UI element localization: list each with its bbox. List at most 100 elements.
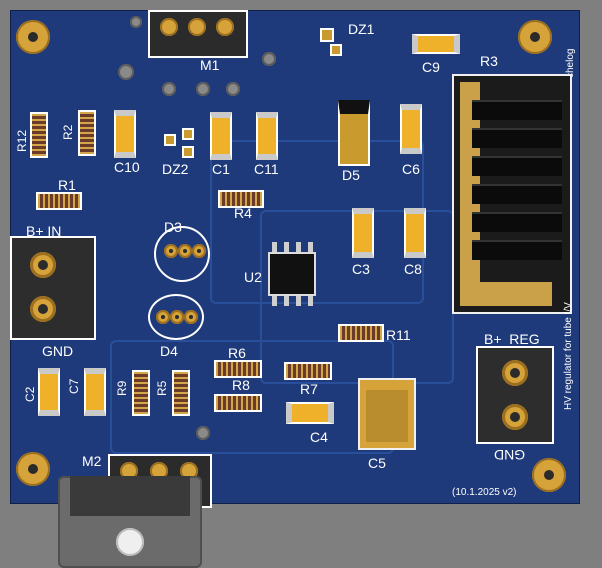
c9-label: C9 [422,59,440,75]
r7-resistor [284,362,332,380]
r12-label: R12 [15,129,29,152]
ic-pin [296,296,301,306]
r9-label: R9 [115,380,129,396]
via [118,64,134,80]
terminal-pad [502,360,528,386]
d3-pin [164,244,178,258]
capacitor-body [366,390,408,442]
ic-pin [284,242,289,252]
gnd-right-label: GND [494,447,526,463]
header-pin [160,18,178,36]
d5-label: D5 [342,167,360,183]
r11-resistor [338,324,384,342]
header-pin [180,462,198,480]
connector-slot [472,240,562,260]
c11-capacitor [256,112,278,160]
regulator-tab [70,476,190,516]
gnd-left-label: GND [42,343,74,359]
mount-hole [16,452,50,486]
b-plus-reg-label: B+_REG [484,331,540,347]
c6-capacitor [400,104,422,154]
c5-capacitor [358,378,416,450]
dz2-diode [164,134,176,146]
c7-capacitor [84,368,106,416]
terminal-pad [30,296,56,322]
header-pin [150,462,168,480]
r8-label: R8 [232,377,250,393]
u2-ic [268,252,316,296]
r9-resistor [132,370,150,416]
c6-label: C6 [402,161,420,177]
c4-label: C4 [310,429,328,445]
ic-pin [272,296,277,306]
ic-pin [272,242,277,252]
r3-connector [452,74,572,314]
r3-label: R3 [480,53,498,69]
header-pin [188,18,206,36]
terminal-pad [30,252,56,278]
connector-frame [460,282,552,306]
r5-resistor [172,370,190,416]
via [130,16,142,28]
r6-resistor [214,360,262,378]
c8-label: C8 [404,261,422,277]
d4-pin [156,310,170,324]
c9-capacitor [412,34,460,54]
d3-label: D3 [164,219,182,235]
ic-pin [308,296,313,306]
c1-capacitor [210,112,232,160]
dz1-diode [320,28,334,42]
dz2-label: DZ2 [162,161,189,177]
via [262,52,276,66]
c10-capacitor [114,110,136,158]
dz1-diode [330,44,342,56]
via [162,82,176,96]
connector-slot [472,212,562,232]
side-text: HV regulator for tube I/V [563,302,574,410]
mount-hole [532,458,566,492]
m2-label: M2 [82,453,102,469]
c3-capacitor [352,208,374,258]
d4-pin [170,310,184,324]
c10-label: C10 [114,159,140,175]
c5-label: C5 [368,455,386,471]
mount-hole [16,20,50,54]
header-pin [216,18,234,36]
connector-slot [472,128,562,148]
r12-resistor [30,112,48,158]
connector-slot [472,100,562,120]
via [196,426,210,440]
dz2-diode [182,128,194,140]
r11-label: R11 [386,327,411,343]
ic-pin [296,242,301,252]
d4-label: D4 [160,343,178,359]
revision-label: (10.1.2025 v2) [452,487,517,498]
r1-resistor [36,192,82,210]
u2-label: U2 [244,269,262,285]
r1-label: R1 [58,177,76,193]
regulator-hole [116,528,144,556]
c11-label: C11 [254,161,279,177]
terminal-pad [502,404,528,430]
r8-resistor [214,394,262,412]
b-plus-in-label: B+ IN [26,223,62,239]
r7-label: R7 [300,381,318,397]
c2-label: C2 [23,386,37,402]
connector-slot [472,156,562,176]
c1-label: C1 [212,161,230,177]
input-terminal [10,236,96,340]
ic-pin [284,296,289,306]
dz2-diode [182,146,194,158]
c3-label: C3 [352,261,370,277]
ic-pin [308,242,313,252]
r2-resistor [78,110,96,156]
via [196,82,210,96]
d3-pin [192,244,206,258]
r2-label: R2 [61,124,75,140]
m2-regulator [58,476,202,568]
r4-resistor [218,190,264,208]
c8-capacitor [404,208,426,258]
m1-header [148,10,248,58]
c2-capacitor [38,368,60,416]
